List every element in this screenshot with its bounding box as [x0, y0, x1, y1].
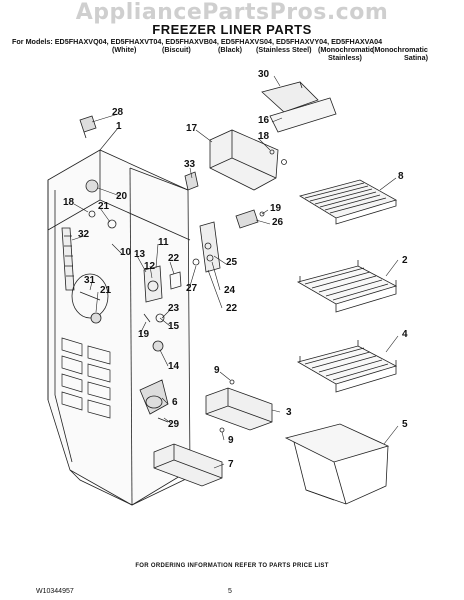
callout-9b: 9	[228, 435, 234, 446]
callout-15: 15	[168, 321, 180, 332]
bracket-part-17	[209, 129, 287, 191]
callout-1: 1	[116, 121, 122, 132]
callout-17: 17	[186, 123, 198, 134]
callout-24: 24	[224, 285, 236, 296]
callout-leader-lines	[71, 75, 399, 469]
callout-21: 21	[98, 201, 110, 212]
callout-16: 16	[258, 115, 270, 126]
color-mono-satina-1: (Monochromatic	[372, 45, 428, 54]
rail-part-7	[153, 443, 223, 487]
page-number: 5	[228, 588, 232, 595]
callout-3: 3	[286, 407, 292, 418]
document-id: W10344957	[36, 588, 74, 595]
callout-5: 5	[402, 419, 408, 430]
callout-19b: 19	[138, 329, 150, 340]
lamp-socket-part	[71, 273, 109, 324]
callout-13: 13	[134, 249, 146, 260]
color-mono-stainless-1: (Monochromatic	[318, 45, 374, 54]
callout-32: 32	[78, 229, 90, 240]
color-black: (Black)	[218, 45, 242, 54]
part-28-clip	[79, 115, 97, 139]
callout-4: 4	[402, 329, 408, 340]
callout-28: 28	[112, 107, 124, 118]
liner-vent-panels	[61, 337, 111, 419]
callout-9: 9	[214, 365, 220, 376]
callout-11: 11	[158, 237, 169, 248]
callout-21b: 21	[100, 285, 112, 296]
callout-23: 23	[168, 303, 180, 314]
callout-29: 29	[168, 419, 180, 430]
page-title: FREEZER LINER PARTS	[152, 22, 312, 37]
color-mono-stainless-2: Stainless)	[328, 53, 362, 62]
callout-18: 18	[63, 197, 75, 208]
callout-26: 26	[272, 217, 284, 228]
callout-33: 33	[184, 159, 196, 170]
color-white: (White)	[112, 45, 137, 54]
cover-parts-30-16	[261, 81, 337, 133]
color-biscuit: (Biscuit)	[162, 45, 191, 54]
callout-22: 22	[168, 253, 180, 264]
models-line: For Models: ED5FHAXVQ04, ED5FHAXVT04, ED…	[12, 37, 383, 46]
color-stainless-steel: (Stainless Steel)	[256, 45, 312, 54]
shelf-part-2	[296, 260, 398, 313]
shelf-part-8	[298, 179, 398, 225]
callout-18b: 18	[258, 131, 270, 142]
callout-20: 20	[116, 191, 128, 202]
callout-10: 10	[120, 247, 132, 258]
callout-12: 12	[144, 261, 156, 272]
callout-14: 14	[168, 361, 180, 372]
callout-19: 19	[270, 203, 282, 214]
control-knob-parts	[85, 179, 117, 229]
callout-8: 8	[398, 171, 404, 182]
freezer-bin-part-5	[284, 423, 390, 505]
control-box-parts	[192, 209, 265, 273]
callout-31: 31	[84, 275, 96, 286]
color-mono-satina-2: Satina)	[404, 53, 428, 62]
part-33-clip	[184, 171, 199, 191]
freezer-liner-cabinet	[47, 149, 191, 506]
callout-27: 27	[186, 283, 198, 294]
callout-6: 6	[172, 397, 178, 408]
rail-part-3	[205, 379, 273, 433]
callout-25: 25	[226, 257, 238, 268]
watermark-text: AppliancePartsPros.com	[75, 0, 389, 25]
ordering-info-note: FOR ORDERING INFORMATION REFER TO PARTS …	[135, 563, 329, 569]
shelf-part-4	[296, 340, 398, 393]
callout-7: 7	[228, 459, 234, 470]
center-column-parts	[139, 265, 182, 423]
callout-22b: 22	[226, 303, 238, 314]
light-bar-part	[61, 227, 75, 291]
callout-30: 30	[258, 69, 270, 80]
callout-2: 2	[402, 255, 408, 266]
